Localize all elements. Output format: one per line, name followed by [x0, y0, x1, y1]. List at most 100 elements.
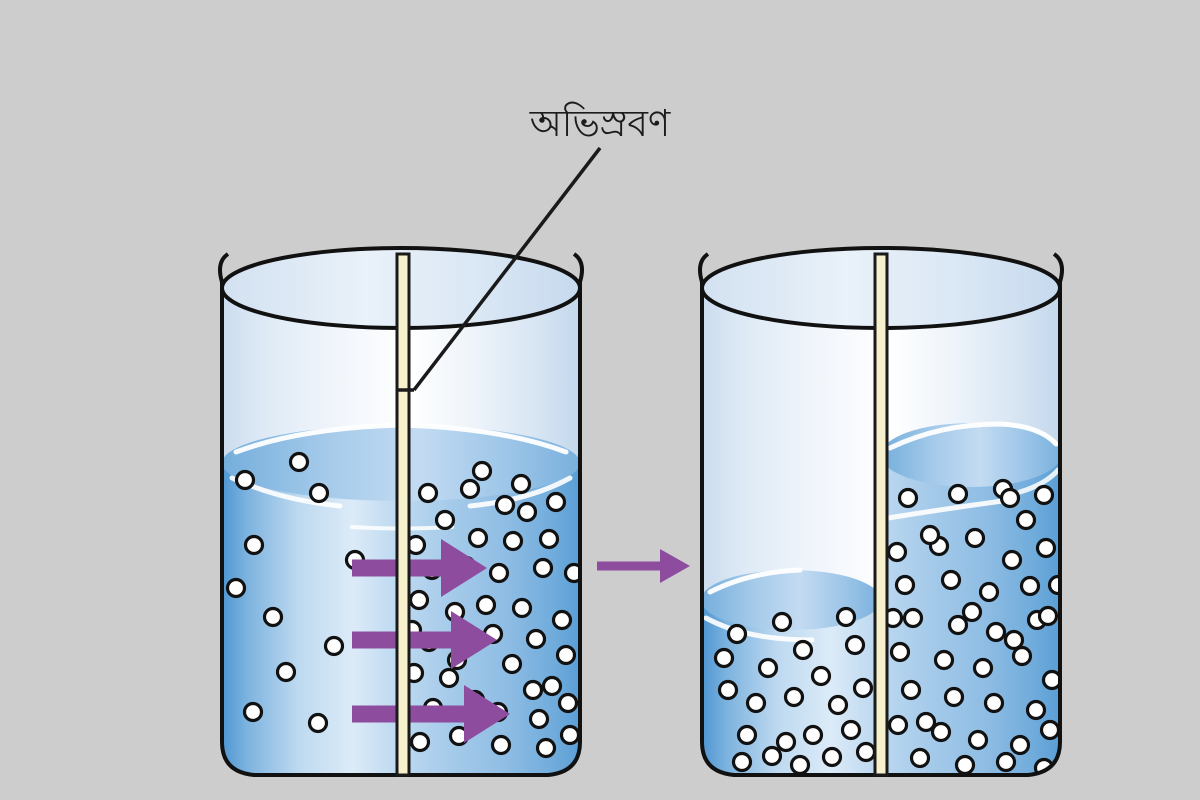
solute-particle [488, 562, 510, 584]
solute-particle [545, 491, 567, 513]
solute-particle [516, 501, 538, 523]
solute-particle [408, 589, 430, 611]
left-beaker-semipermeable-membrane [395, 252, 411, 777]
solute-particle [961, 601, 983, 623]
solute-particle [855, 741, 877, 763]
solute-particle [438, 667, 460, 689]
solute-particle [827, 694, 849, 716]
solute-particle [947, 483, 969, 505]
solute-particle [840, 719, 862, 741]
solute-particle [522, 679, 544, 701]
solute-particle [821, 746, 843, 768]
right-beaker-surface-highlight-left-back [707, 567, 803, 595]
solute-particle [501, 653, 523, 675]
membrane-callout: অভিস্রবণ [396, 102, 671, 392]
right-beaker-semipermeable-membrane [873, 252, 889, 777]
right-beaker-surface-highlight-left-front [703, 615, 815, 643]
solute-particle [242, 701, 264, 723]
water-flow-arrow-bottom [352, 685, 510, 743]
water-flow-arrow-top [352, 539, 487, 597]
solute-particle [225, 577, 247, 599]
solute-particle [844, 634, 866, 656]
water-flow-arrow-middle [352, 611, 497, 669]
membrane-label: অভিস্রবণ [529, 102, 671, 145]
solute-particle [532, 557, 554, 579]
solute-particle [972, 657, 994, 679]
callout-leader-line [412, 146, 602, 392]
solute-particle [541, 675, 563, 697]
solute-particle [555, 644, 577, 666]
left-beaker-lip-left [218, 252, 230, 283]
left-beaker [218, 246, 584, 777]
left-beaker-surface-highlight-front-right [467, 475, 573, 509]
solute-particle [475, 594, 497, 616]
solute-particle [557, 692, 579, 714]
solute-particle [810, 665, 832, 687]
solute-particle [736, 724, 758, 746]
right-beaker-water-surface-left [702, 570, 881, 630]
right-beaker-surface-highlight-right-back [887, 421, 1059, 451]
solute-particle [731, 751, 753, 773]
solute-particle [459, 478, 481, 500]
solute-particle [954, 754, 976, 775]
solute-particle [852, 677, 874, 699]
right-beaker-surface-highlight-right-edge [1017, 467, 1060, 495]
right-beaker-surface-highlight-right-front [885, 497, 1013, 521]
solute-particle [471, 460, 493, 482]
solute-particle [999, 487, 1021, 509]
solute-particle [835, 606, 857, 628]
solute-particle [761, 745, 783, 767]
solute-particle [502, 530, 524, 552]
right-beaker [698, 246, 1064, 777]
solute-particle [757, 657, 779, 679]
solute-particle [243, 534, 265, 556]
solute-particle [551, 609, 573, 631]
solute-particle [909, 747, 931, 769]
solute-particle [409, 731, 431, 753]
solute-particle [717, 679, 739, 701]
solute-particle [940, 569, 962, 591]
solute-particle [1001, 549, 1023, 571]
solute-particle [1033, 484, 1055, 506]
solute-particle [288, 451, 310, 473]
solute-particle [726, 623, 748, 645]
solute-particle [745, 692, 767, 714]
solute-particle [964, 527, 986, 549]
left-beaker-water-left-compartment [222, 463, 403, 775]
process-transition-arrow [597, 549, 690, 583]
solute-particle [1015, 509, 1037, 531]
solute-particle [262, 606, 284, 628]
solute-particle [323, 635, 345, 657]
solute-particle [978, 581, 1000, 603]
solute-particle [887, 714, 909, 736]
solute-particle [789, 754, 811, 775]
solute-particle [535, 737, 557, 759]
solute-particle [889, 641, 911, 663]
solute-particle [490, 734, 512, 756]
solute-particle [967, 729, 989, 751]
solute-particle [775, 731, 797, 753]
solute-particle [947, 614, 969, 636]
solute-particle [902, 607, 924, 629]
solute-particle [919, 524, 941, 546]
solute-particle [1041, 669, 1060, 691]
right-beaker-water-surface-right [881, 423, 1060, 487]
solute-particle [234, 469, 256, 491]
solute-particle [1011, 645, 1033, 667]
solute-particle [511, 597, 533, 619]
solute-particle [1019, 575, 1041, 597]
solute-particle [434, 509, 456, 531]
solute-particle [307, 712, 329, 734]
transition-arrow-shape [597, 549, 690, 583]
solute-particle [792, 639, 814, 661]
left-beaker-lip-right [572, 252, 584, 283]
solute-particle [1025, 699, 1047, 721]
solute-particle [900, 679, 922, 701]
solute-particle [802, 724, 824, 746]
solute-particle [1039, 719, 1060, 741]
solute-particle [308, 482, 330, 504]
solute-particle [897, 487, 919, 509]
solute-particle [983, 692, 1005, 714]
right-beaker-lip-right [1052, 252, 1064, 283]
